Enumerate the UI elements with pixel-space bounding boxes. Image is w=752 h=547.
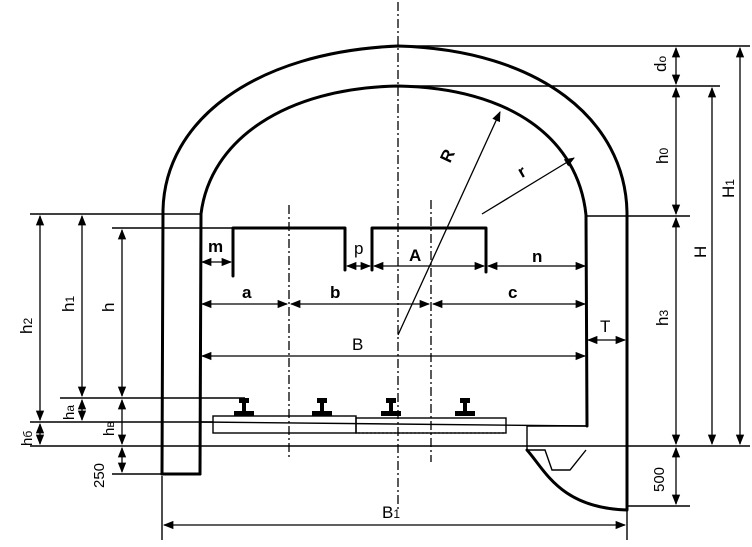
label-a: a — [242, 283, 252, 302]
label-A: A — [409, 246, 421, 265]
label-n: n — [532, 247, 542, 266]
floor-line — [200, 421, 588, 427]
label-r: r — [514, 162, 530, 182]
label-H: H — [691, 246, 710, 258]
label-h0: h0 — [653, 148, 672, 164]
label-h2: h2 — [17, 318, 36, 334]
rail-4 — [455, 398, 475, 416]
label-500: 500 — [651, 467, 668, 492]
label-h3: h3 — [653, 310, 672, 326]
label-b: b — [330, 283, 340, 302]
label-B1: B1 — [382, 503, 400, 522]
label-H1: H1 — [719, 179, 738, 198]
rail-2 — [312, 398, 332, 416]
label-d0: do — [651, 56, 670, 72]
label-h: h — [99, 303, 118, 312]
label-ha: ha — [61, 405, 78, 420]
rail-1 — [234, 398, 254, 416]
label-h6: hб — [19, 431, 36, 446]
label-hv: hв — [101, 421, 118, 436]
label-T: T — [600, 317, 610, 336]
rail-3 — [381, 398, 401, 416]
label-p: p — [354, 239, 363, 258]
outer-lining — [160, 44, 629, 512]
label-B: B — [352, 335, 363, 354]
label-250: 250 — [91, 463, 108, 488]
label-h1: h1 — [59, 296, 78, 312]
radius-r-line — [481, 157, 575, 215]
label-m: m — [208, 237, 223, 256]
label-c: c — [508, 283, 517, 302]
label-R: R — [436, 146, 458, 165]
gauge-right — [370, 226, 488, 274]
radius-R-line — [397, 111, 501, 336]
sleeper-left — [212, 415, 357, 434]
